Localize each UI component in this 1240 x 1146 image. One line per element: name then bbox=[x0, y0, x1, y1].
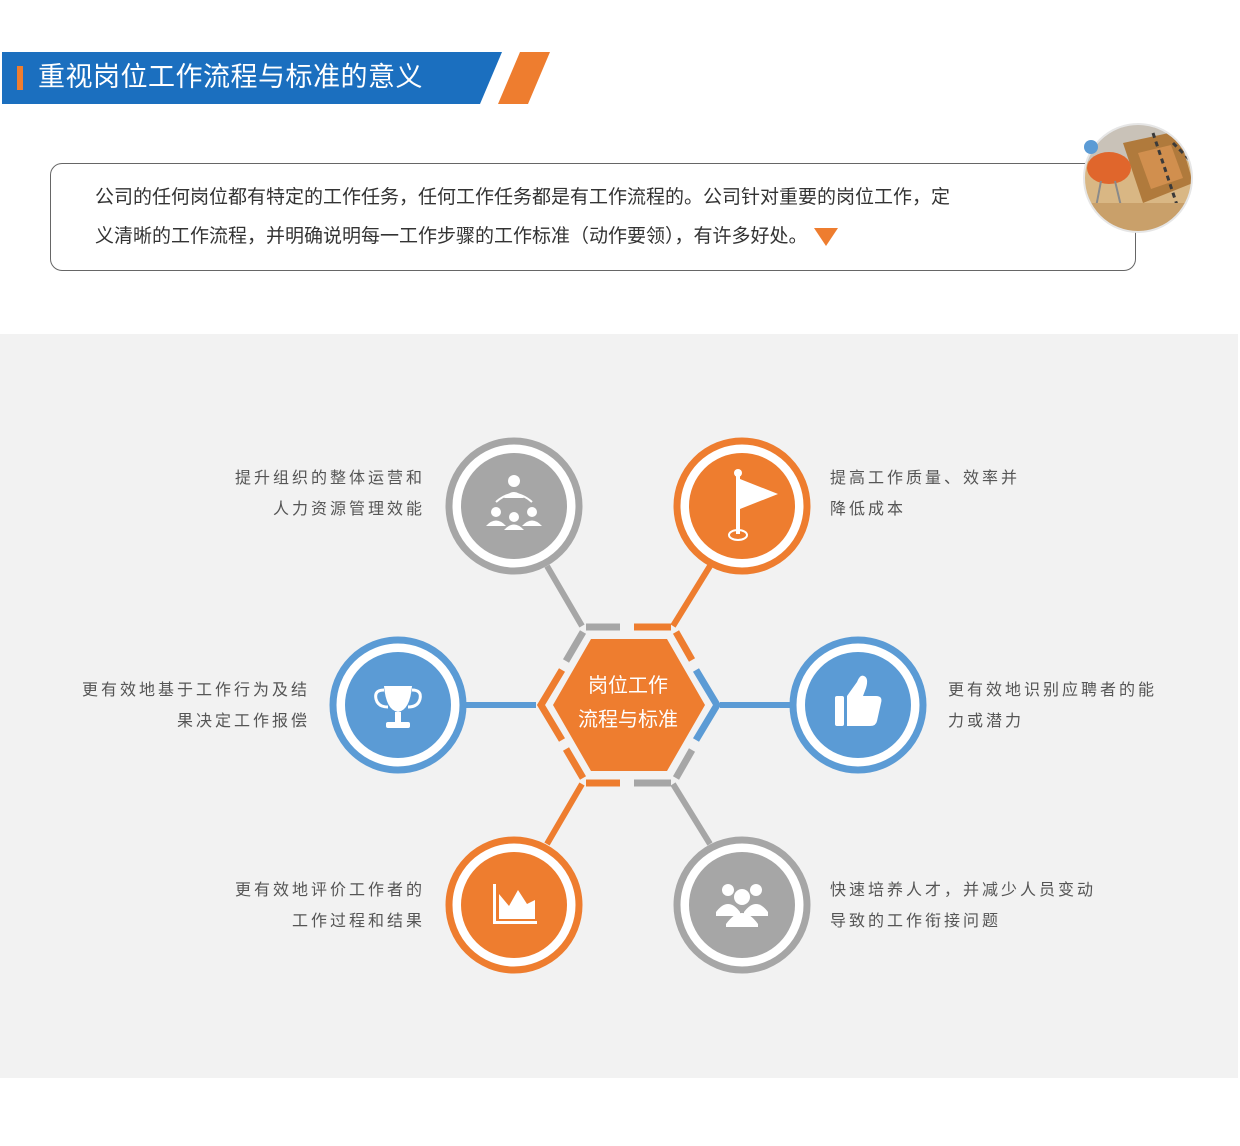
hub-diagram bbox=[329, 437, 927, 974]
office-photo bbox=[1083, 123, 1193, 233]
flag-icon bbox=[728, 469, 778, 541]
header-accent-bar bbox=[17, 66, 23, 90]
connector-top-left bbox=[544, 564, 585, 628]
hub-label-line-2: 流程与标准 bbox=[578, 707, 678, 731]
intro-box: 公司的任何岗位都有特定的工作任务，任何工作任务都是有工作流程的。公司针对重要的岗… bbox=[50, 163, 1136, 271]
triangle-down-icon bbox=[813, 227, 838, 246]
node-bottom-left bbox=[445, 836, 583, 974]
thumbs-up-icon bbox=[835, 675, 882, 726]
blue-dot bbox=[1084, 140, 1098, 154]
node-top-left bbox=[445, 437, 583, 575]
page-title: 重视岗位工作流程与标准的意义 bbox=[38, 62, 423, 93]
group-icon bbox=[716, 884, 768, 927]
item-label-top-right: 提高工作质量、效率并 降低成本 bbox=[830, 468, 1021, 518]
trophy-icon bbox=[374, 686, 422, 728]
node-right bbox=[789, 636, 927, 774]
people-network-icon bbox=[486, 475, 542, 530]
connector-bottom-right bbox=[670, 782, 713, 846]
hub-label-line-1: 岗位工作 bbox=[588, 673, 668, 697]
intro-text: 公司的任何岗位都有特定的工作任务，任何工作任务都是有工作流程的。公司针对重要的岗… bbox=[95, 178, 1085, 256]
item-label-left: 更有效地基于工作行为及结 果决定工作报偿 bbox=[81, 680, 310, 730]
item-label-top-left: 提升组织的整体运营和 人力资源管理效能 bbox=[234, 468, 425, 518]
section-header-banner bbox=[2, 52, 550, 104]
hub-outer-ring bbox=[536, 623, 722, 787]
hub-hexagon bbox=[553, 639, 705, 771]
connector-top-right bbox=[670, 564, 713, 628]
item-label-right: 更有效地识别应聘者的能 力或潜力 bbox=[948, 680, 1158, 730]
intro-line-1: 公司的任何岗位都有特定的工作任务，任何工作任务都是有工作流程的。公司针对重要的岗… bbox=[95, 186, 951, 208]
connector-bottom-left bbox=[544, 782, 585, 846]
node-left bbox=[329, 636, 467, 774]
intro-line-2: 义清晰的工作流程，并明确说明每一工作步骤的工作标准（动作要领），有许多好处。 bbox=[95, 217, 1085, 256]
item-label-bottom-right: 快速培养人才，并减少人员变动 导致的工作衔接问题 bbox=[830, 880, 1097, 930]
node-top-right bbox=[673, 437, 811, 575]
area-chart-icon bbox=[493, 884, 537, 924]
item-label-bottom-left: 更有效地评价工作者的 工作过程和结果 bbox=[234, 880, 425, 930]
node-bottom-right bbox=[673, 836, 811, 974]
